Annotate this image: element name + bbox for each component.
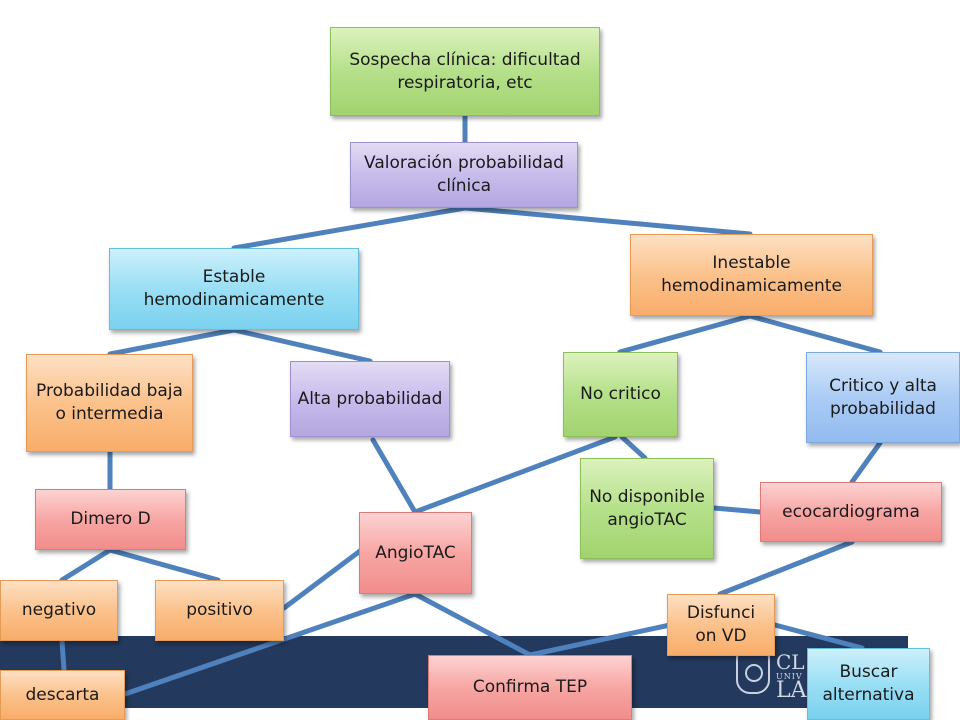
connector bbox=[412, 591, 533, 658]
connector bbox=[617, 313, 753, 355]
connector bbox=[462, 205, 753, 237]
node-dimero-d: Dimero D bbox=[35, 489, 186, 550]
node-estable: Estable hemodinamicamente bbox=[109, 248, 359, 330]
connector bbox=[59, 547, 113, 583]
node-angiotac: AngioTAC bbox=[359, 512, 472, 594]
node-inestable: Inestable hemodinamicamente bbox=[630, 234, 873, 316]
connector bbox=[711, 505, 763, 515]
logo-text-1: CL bbox=[776, 650, 805, 674]
node-probabilidad-baja: Probabilidad baja o intermedia bbox=[26, 354, 193, 452]
node-no-disponible: No disponible angioTAC bbox=[580, 458, 714, 559]
connector bbox=[122, 591, 418, 697]
connector bbox=[717, 539, 855, 597]
node-confirma-tep: Confirma TEP bbox=[428, 655, 632, 720]
node-descarta: descarta bbox=[0, 670, 125, 720]
connector bbox=[281, 548, 363, 611]
node-disfuncion-vd: Disfunci on VD bbox=[667, 594, 775, 656]
connector bbox=[370, 437, 418, 515]
node-critico-alta: Critico y alta probabilidad bbox=[806, 352, 960, 443]
node-negativo: negativo bbox=[0, 580, 118, 641]
university-logo: CL UNIV LA bbox=[732, 644, 812, 710]
connector bbox=[231, 327, 373, 364]
connector bbox=[107, 547, 221, 583]
node-positivo: positivo bbox=[155, 580, 284, 641]
node-ecocardiograma: ecocardiograma bbox=[760, 482, 942, 542]
connector bbox=[849, 440, 883, 485]
node-buscar-alternativa: Buscar alternativa bbox=[807, 648, 930, 720]
node-no-critico: No critico bbox=[563, 352, 678, 437]
node-sospecha-clinica: Sospecha clínica: dificultad respiratori… bbox=[330, 27, 600, 116]
logo-text-3: LA bbox=[776, 678, 807, 703]
connector bbox=[619, 434, 648, 461]
connector bbox=[747, 313, 883, 355]
connector bbox=[231, 205, 468, 251]
connector bbox=[107, 327, 237, 357]
connector bbox=[772, 622, 865, 651]
node-valoracion: Valoración probabilidad clínica bbox=[350, 142, 578, 208]
node-alta-probabilidad: Alta probabilidad bbox=[290, 361, 450, 437]
logo-text-2: UNIV bbox=[776, 672, 803, 681]
connector bbox=[412, 434, 618, 515]
connector bbox=[527, 622, 673, 658]
connector bbox=[59, 638, 67, 673]
